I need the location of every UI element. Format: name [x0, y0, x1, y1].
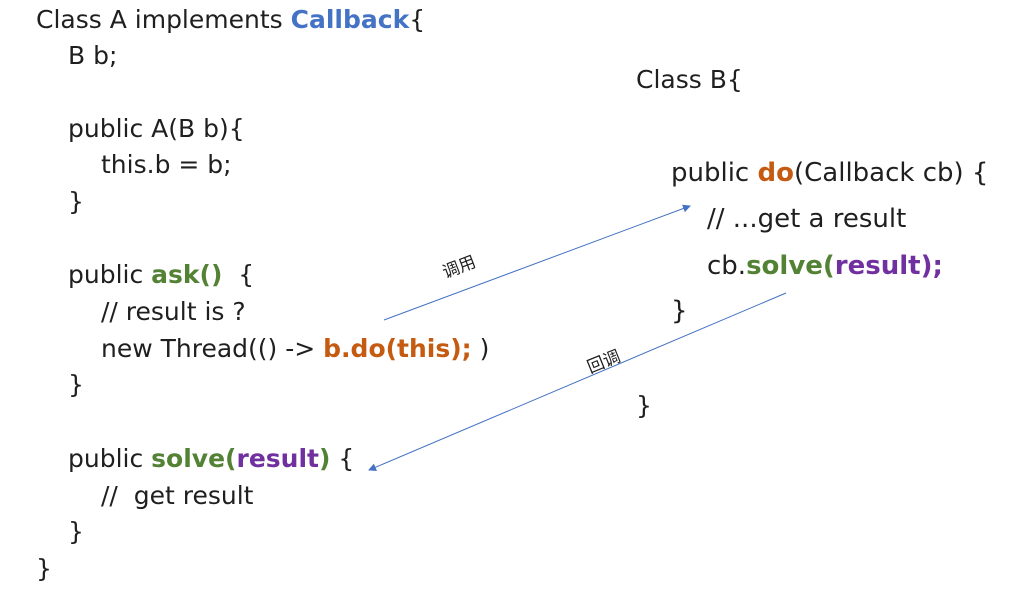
- class-a-ask-thread: new Thread(() -> b.do(this); ): [101, 334, 490, 363]
- class-a-constructor-signature: public A(B b){: [68, 114, 245, 143]
- class-a-ask-close: }: [68, 370, 84, 399]
- class-b-do-signature: public do(Callback cb) {: [671, 158, 989, 188]
- solve-param: result: [236, 444, 319, 473]
- class-a-close: }: [36, 554, 52, 583]
- class-b-do-comment: // ...get a result: [707, 204, 907, 234]
- callback-arrow: [368, 292, 787, 471]
- cb-solve-name: solve(: [746, 251, 835, 281]
- call-arrow: [383, 204, 691, 321]
- class-b-header: Class B{: [636, 65, 743, 94]
- ask-method-name: ask(): [151, 260, 223, 289]
- solve-method-name: solve(: [151, 444, 237, 473]
- do-method-name: do: [757, 158, 794, 188]
- class-b-do-close: }: [671, 296, 688, 326]
- cb-solve-param: result: [834, 251, 921, 281]
- class-a-solve-comment: // get result: [101, 481, 254, 510]
- class-a-header: Class A implements Callback{: [36, 5, 426, 34]
- class-a-constructor-body: this.b = b;: [101, 150, 232, 179]
- class-b-close: }: [636, 391, 652, 420]
- b-do-call: b.do(this);: [323, 334, 472, 363]
- class-a-solve-close: }: [68, 517, 84, 546]
- callback-interface-name: Callback: [290, 5, 410, 34]
- class-a-ask-comment: // result is ?: [101, 297, 246, 326]
- class-a-ask-signature: public ask() {: [68, 260, 255, 289]
- class-b-solve-call: cb.solve(result);: [707, 251, 943, 281]
- class-a-solve-signature: public solve(result) {: [68, 444, 355, 473]
- class-a-field: B b;: [68, 41, 118, 70]
- class-a-constructor-close: }: [68, 187, 84, 216]
